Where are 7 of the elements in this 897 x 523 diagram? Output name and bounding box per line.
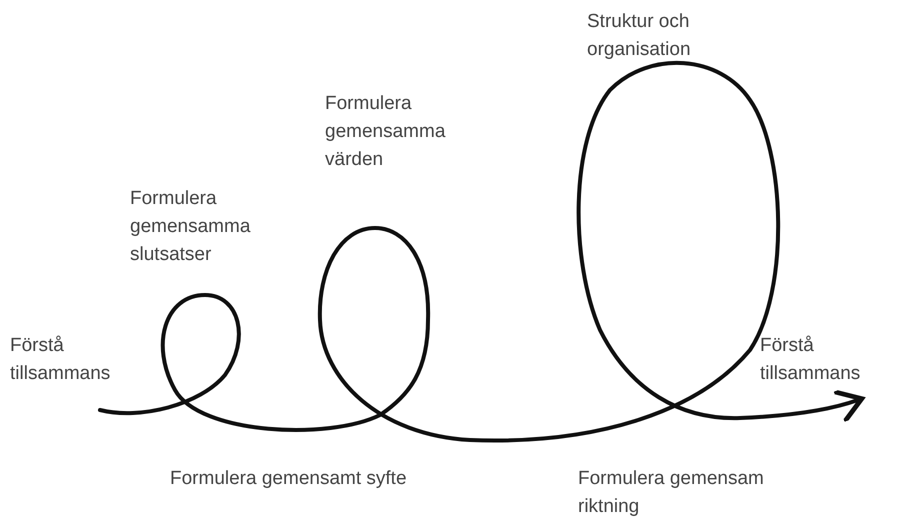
step-label: Formulera gemensamma slutsatser — [130, 187, 252, 267]
step-label: Formulera gemensamt syfte — [170, 467, 408, 491]
step-label: Förstå tillsammans — [10, 334, 112, 386]
step-label: Struktur och organisation — [587, 10, 692, 62]
step-label: Förstå tillsammans — [760, 334, 862, 386]
step-label: Formulera gemensam riktning — [578, 467, 765, 519]
step-label: Formulera gemensamma värden — [325, 92, 446, 172]
